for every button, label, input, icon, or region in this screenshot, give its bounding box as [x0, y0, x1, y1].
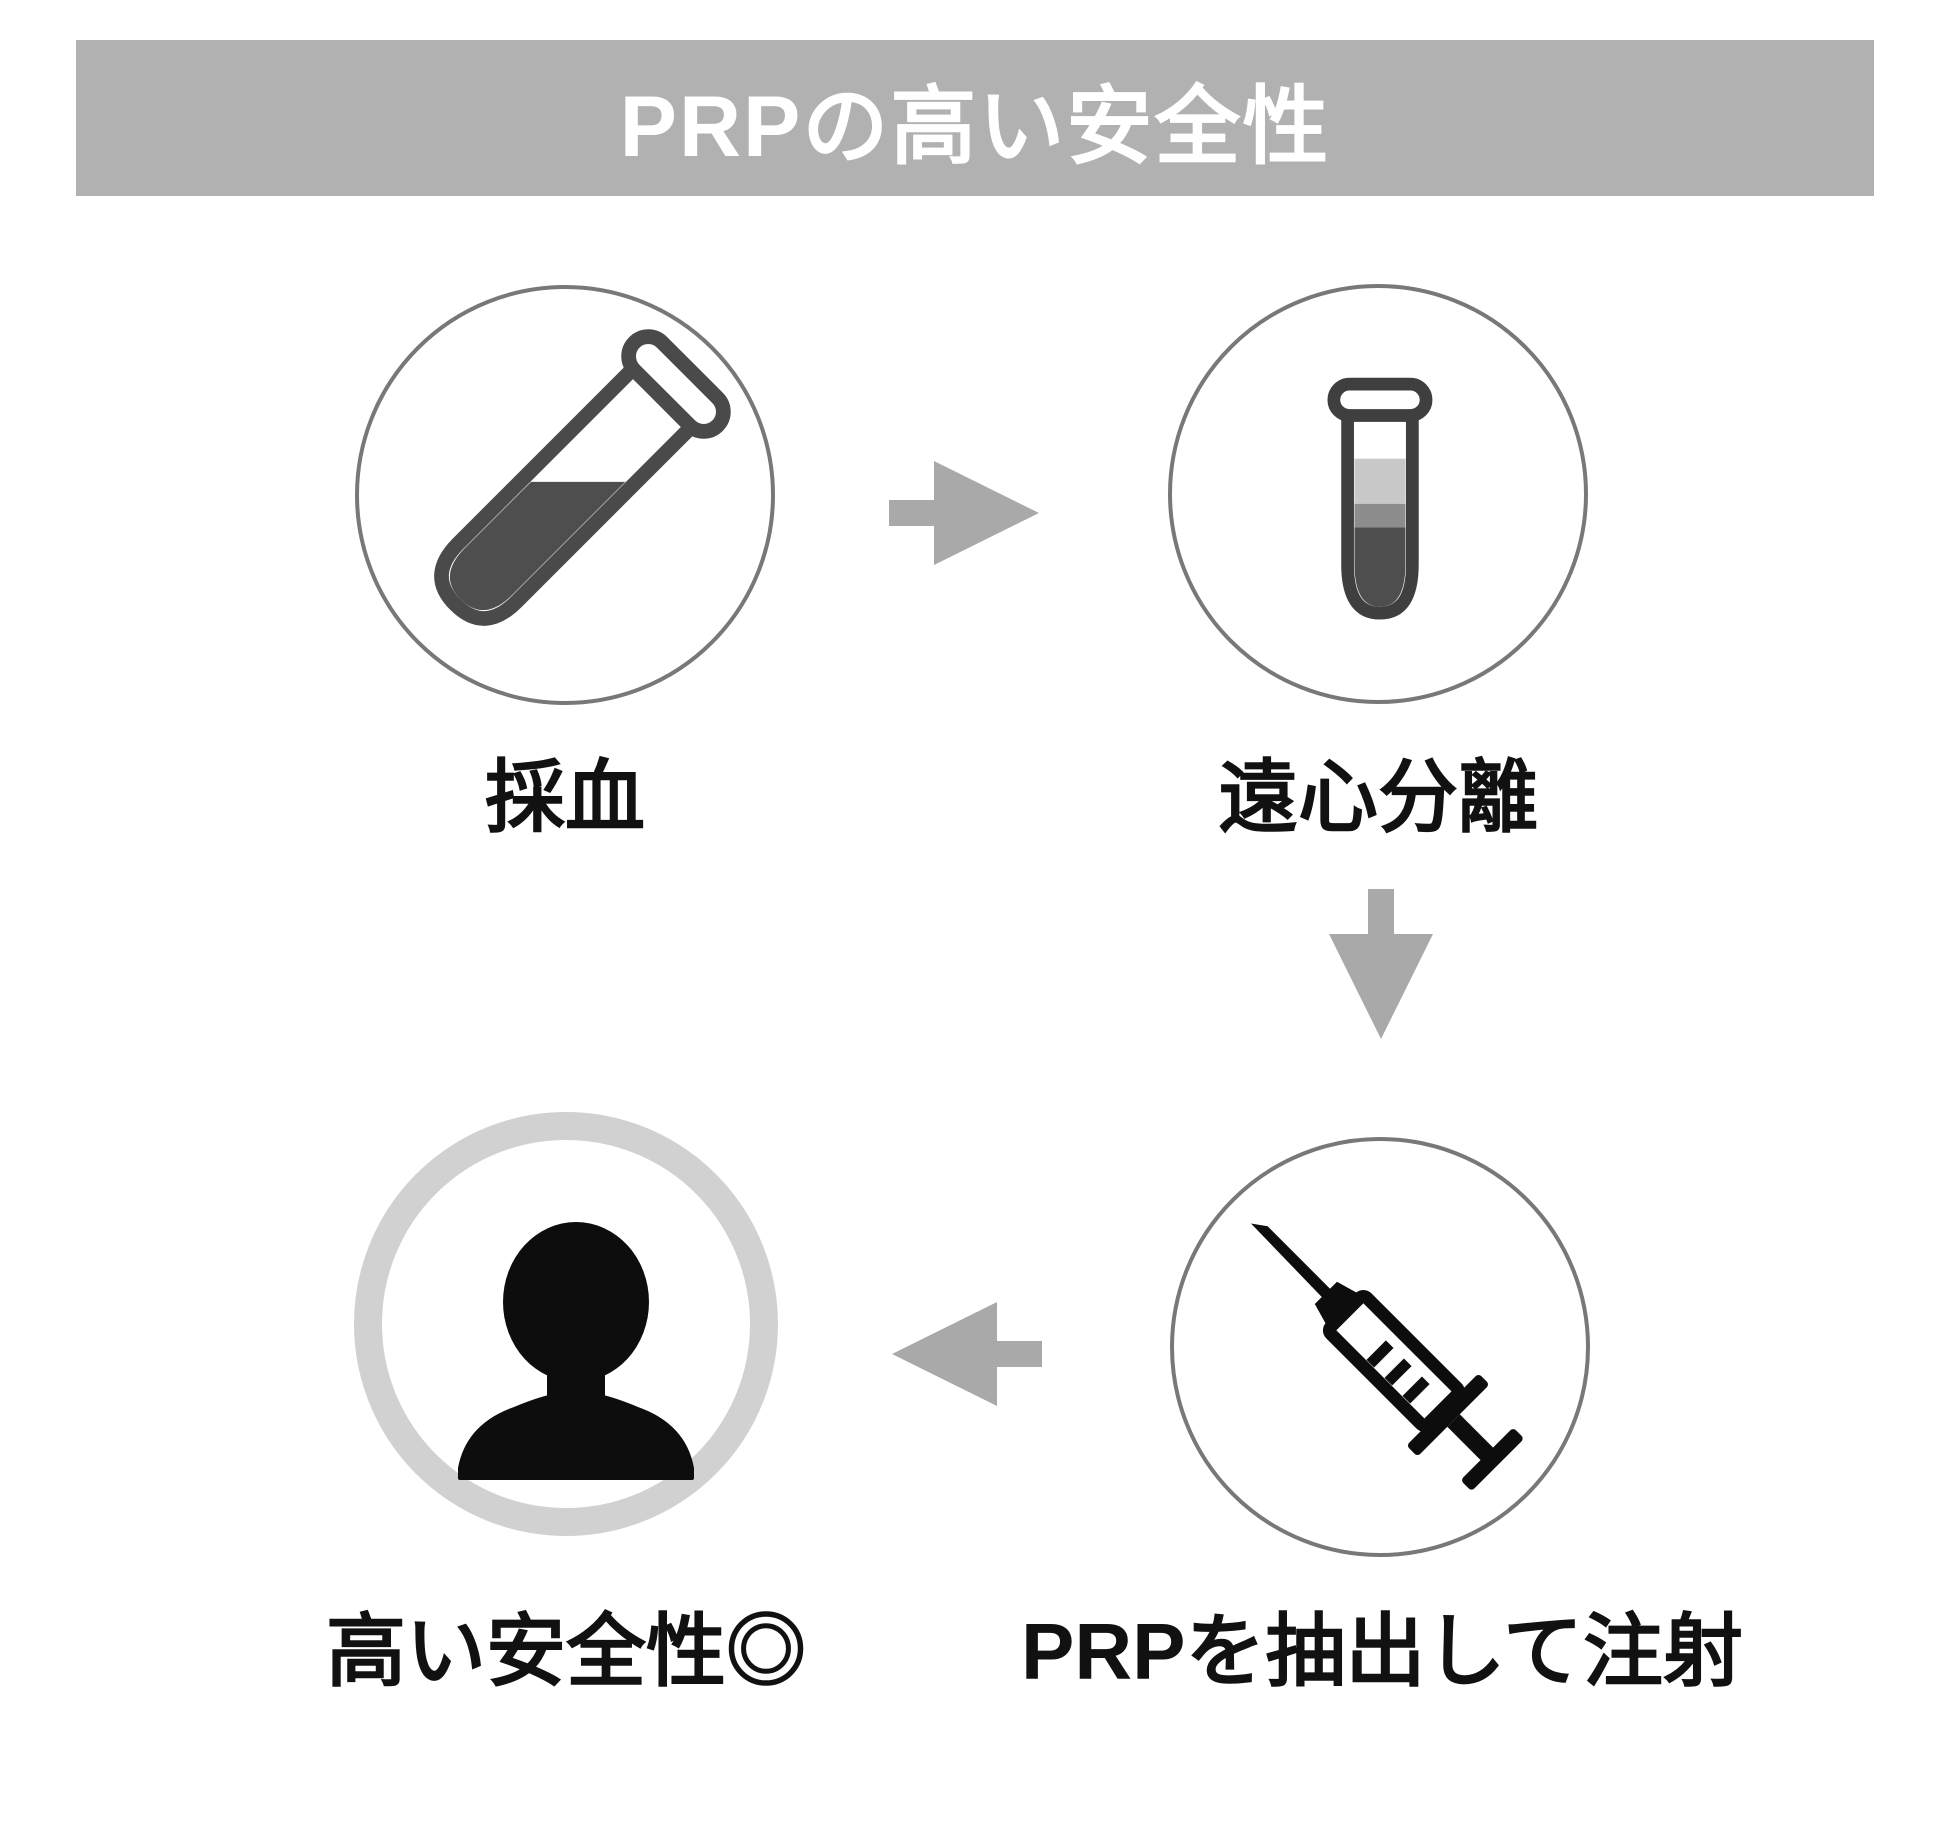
step-label-inject: PRPを抽出して注射 — [1020, 1607, 1744, 1696]
step-label-centrifuge: 遠心分離 — [1218, 753, 1538, 842]
page-title: PRPの高い安全性 — [619, 78, 1331, 175]
person-icon — [458, 1222, 694, 1480]
step-circle-inject — [1170, 1137, 1590, 1557]
arrow-down-icon — [1329, 889, 1433, 1039]
step-circle-safety — [354, 1112, 778, 1536]
step-circle-blood-draw — [355, 285, 775, 705]
centrifuge-tube-icon — [1327, 377, 1433, 620]
step-circle-centrifuge — [1168, 284, 1588, 704]
arrow-left-icon — [892, 1302, 1042, 1406]
test-tube-icon — [434, 329, 731, 626]
syringe-icon — [1250, 1223, 1523, 1490]
title-bar: PRPの高い安全性 — [76, 40, 1874, 196]
step-label-blood-draw: 採血 — [485, 753, 645, 842]
arrow-right-icon — [889, 461, 1039, 565]
step-label-safety: 高い安全性◎ — [326, 1607, 806, 1696]
